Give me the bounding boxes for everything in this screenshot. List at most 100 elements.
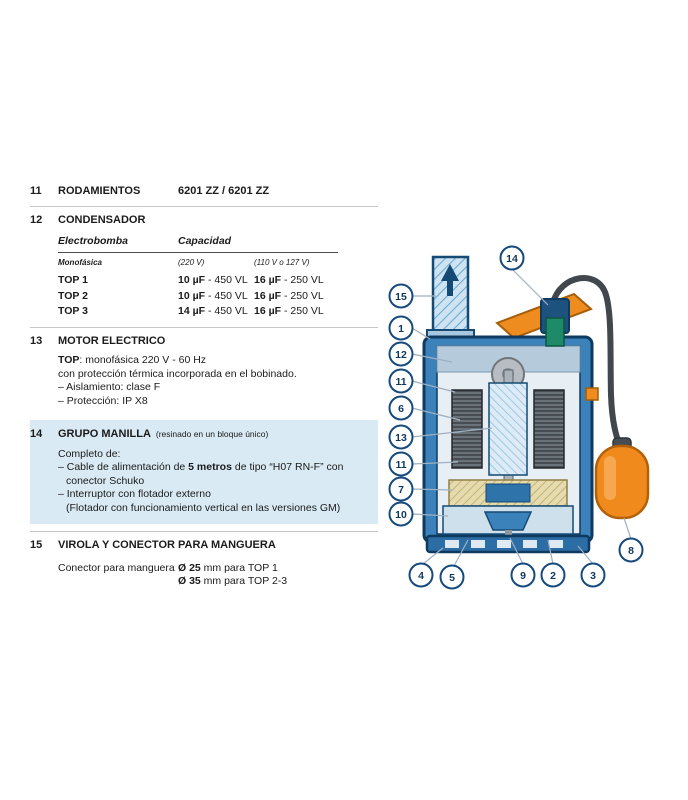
- section-title: RODAMIENTOS: [58, 185, 141, 197]
- manilla-line: Completo de:: [58, 447, 121, 460]
- svg-text:1: 1: [398, 323, 404, 335]
- svg-text:11: 11: [395, 376, 406, 388]
- stator-winding-right: [533, 389, 565, 469]
- svg-text:14: 14: [506, 253, 518, 265]
- capacitor-table: Electrobomba Capacidad Monofásica (220 V…: [58, 235, 338, 320]
- suction-base: [425, 534, 591, 554]
- svg-text:10: 10: [395, 509, 407, 521]
- callout-1: 1: [388, 315, 414, 341]
- power-cable: [550, 275, 624, 453]
- callout-14: 14: [499, 245, 525, 271]
- pump-diagram-area: 14 15 1 12 11 6 13 11 7 10 8 4 5 9 2 3: [386, 240, 678, 596]
- hose-connector-values: Ø 25 mm para TOP 1 Ø 35 mm para TOP 2-3: [178, 562, 287, 589]
- float-cable-clip: [585, 387, 599, 401]
- section-title: VIROLA Y CONECTOR PARA MANGUERA: [58, 539, 276, 551]
- manilla-line: – Cable de alimentación de 5 metros de t…: [58, 461, 344, 473]
- svg-text:9: 9: [520, 570, 526, 582]
- section-title-note: (resinado en un bloque único): [155, 429, 269, 439]
- table-subheader-row: Monofásica (220 V) (110 V o 127 V): [58, 253, 338, 274]
- flow-arrow-icon: [441, 264, 459, 296]
- callout-10: 10: [388, 501, 414, 527]
- subheader-110v: (110 V o 127 V): [254, 257, 310, 267]
- manilla-line: – Interruptor con flotador externo: [58, 488, 211, 500]
- table-row: TOP 1 10 µF - 450 VL 16 µF - 250 VL: [58, 273, 338, 289]
- callout-8: 8: [618, 537, 644, 563]
- subheader-phase: Monofásica: [58, 257, 103, 267]
- impeller-chamber: [442, 505, 574, 542]
- model-name: TOP 2: [58, 289, 88, 302]
- svg-text:2: 2: [550, 570, 556, 582]
- svg-text:15: 15: [395, 291, 407, 303]
- callout-6: 6: [388, 395, 414, 421]
- model-name: TOP 3: [58, 305, 88, 317]
- table-row: TOP 2 10 µF - 450 VL 16 µF - 250 VL: [58, 289, 338, 305]
- section-title: MOTOR ELECTRICO: [58, 334, 166, 347]
- discharge-pipe: [426, 255, 475, 340]
- svg-text:11: 11: [395, 459, 406, 471]
- section-number: 14: [30, 428, 43, 440]
- capacity-110: 16 µF - 250 VL: [254, 289, 324, 302]
- callout-13: 13: [388, 424, 414, 450]
- capacity-220: 14 µF - 450 VL: [178, 305, 248, 317]
- svg-text:8: 8: [628, 545, 634, 557]
- callout-7: 7: [388, 476, 414, 502]
- svg-text:13: 13: [395, 432, 407, 444]
- hose-size-option: Ø 35 mm para TOP 2-3: [178, 575, 288, 587]
- section-number: 11: [30, 185, 42, 197]
- manilla-line: conector Schuko: [66, 474, 145, 487]
- section-number: 12: [30, 213, 43, 226]
- section-motor: 13 MOTOR ELECTRICO TOP: monofásica 220 V…: [30, 335, 378, 409]
- table-header-row: Electrobomba Capacidad: [58, 235, 338, 253]
- callout-leader-lines: [411, 268, 632, 567]
- capacity-220: 10 µF - 450 VL: [178, 289, 248, 302]
- motor-line: TOP: monofásica 220 V - 60 Hz: [58, 354, 207, 366]
- callout-5: 5: [439, 564, 465, 590]
- section-condensador: 12 CONDENSADOR Electrobomba Capacidad Mo…: [30, 214, 378, 320]
- column-header-capacity: Capacidad: [178, 235, 232, 247]
- section-manilla-highlighted: 14 GRUPO MANILLA(resinado en un bloque ú…: [30, 420, 378, 524]
- motor-line: – Protección: IP X8: [58, 394, 148, 407]
- section-virola: 15 VIROLA Y CONECTOR PARA MANGUERA Conec…: [30, 539, 378, 589]
- section-number: 13: [30, 334, 43, 347]
- section-number: 15: [30, 539, 43, 551]
- section-title: GRUPO MANILLA(resinado en un bloque únic…: [58, 428, 269, 440]
- column-header-model: Electrobomba: [58, 235, 129, 247]
- section-rodamientos: 11 RODAMIENTOS 6201 ZZ / 6201 ZZ: [30, 185, 378, 199]
- stator-winding-left: [451, 389, 483, 469]
- capacitor-box: [545, 317, 565, 347]
- impeller: [483, 511, 533, 531]
- bearing-value: 6201 ZZ / 6201 ZZ: [178, 185, 270, 197]
- capacity-110: 16 µF - 250 VL: [254, 274, 324, 286]
- callout-15: 15: [388, 283, 414, 309]
- capacity-110: 16 µF - 250 VL: [254, 305, 324, 317]
- callout-4: 4: [408, 562, 434, 588]
- callout-3: 3: [580, 562, 606, 588]
- callout-11b: 11: [388, 451, 414, 477]
- motor-line: – Aislamiento: clase F: [58, 381, 161, 393]
- spec-list: 11 RODAMIENTOS 6201 ZZ / 6201 ZZ 12 COND…: [30, 185, 378, 589]
- svg-text:12: 12: [395, 349, 407, 361]
- hose-connector-label: Conector para manguera: [58, 561, 175, 574]
- divider: [30, 205, 378, 207]
- float-switch: [594, 437, 650, 520]
- manilla-description: Completo de: – Cable de alimentación de …: [58, 448, 372, 516]
- manilla-line: (Flotador con funcionamiento vertical en…: [66, 501, 341, 514]
- svg-text:6: 6: [398, 403, 404, 415]
- rotor: [488, 382, 528, 476]
- hose-connector-spec: Conector para manguera Ø 25 mm para TOP …: [58, 562, 378, 589]
- callout-11a: 11: [388, 368, 414, 394]
- svg-text:7: 7: [398, 484, 404, 496]
- callouts: 14 15 1 12 11 6 13 11 7 10 8 4 5 9 2 3: [388, 245, 644, 590]
- motor-line: con protección térmica incorporada en el…: [58, 367, 297, 380]
- model-name: TOP 1: [58, 274, 88, 286]
- seal-assembly: [448, 479, 568, 507]
- callout-2: 2: [540, 562, 566, 588]
- callout-12: 12: [388, 341, 414, 367]
- svg-text:5: 5: [449, 572, 455, 584]
- svg-text:4: 4: [418, 570, 424, 582]
- pump-cutaway-illustration: 14 15 1 12 11 6 13 11 7 10 8 4 5 9 2 3: [388, 245, 650, 590]
- hose-size-option: Ø 25 mm para TOP 1: [178, 561, 278, 574]
- divider: [30, 531, 378, 532]
- table-row: TOP 3 14 µF - 450 VL 16 µF - 250 VL: [58, 304, 338, 320]
- motor-description: TOP: monofásica 220 V - 60 Hz con protec…: [58, 354, 378, 408]
